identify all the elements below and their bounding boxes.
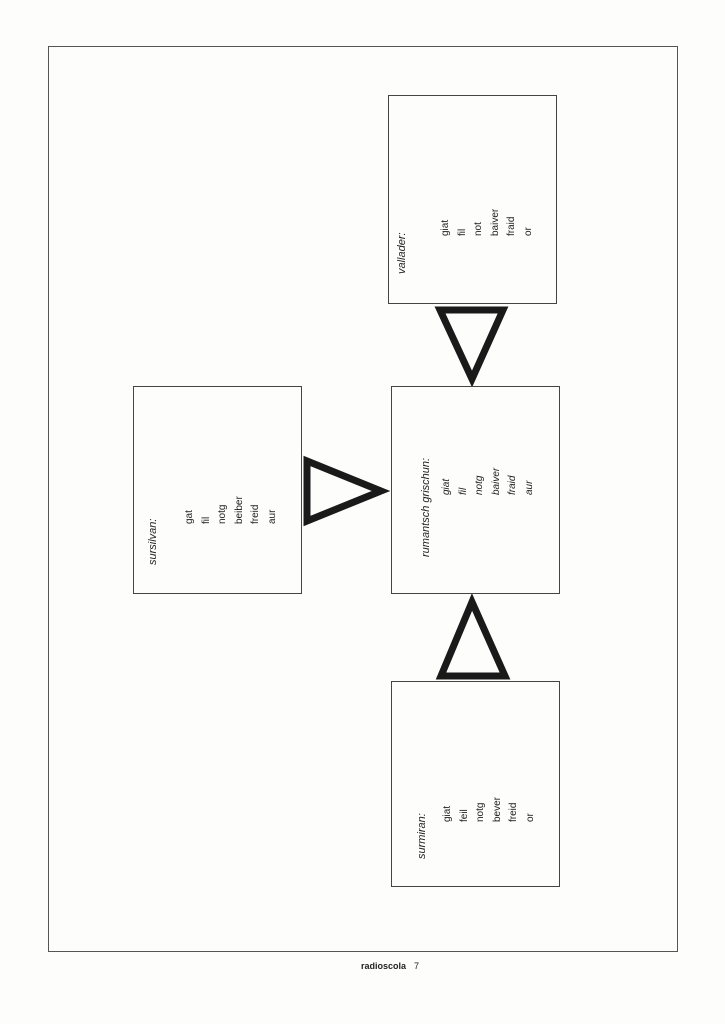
sursilvan-word: gat <box>184 510 195 524</box>
vallader-word: fraid <box>506 216 517 236</box>
surmiran-word-list: giat feil notg bever freid or <box>440 797 539 822</box>
sursilvan-title: sursilvan: <box>147 518 159 565</box>
vallader-word-list: giat fil not baiver fraid or <box>438 209 537 236</box>
sursilvan-word: notg <box>217 504 228 524</box>
vallader-word: or <box>522 227 534 236</box>
page-number: 7 <box>414 961 420 971</box>
vallader-title: vallader: <box>396 232 408 274</box>
footer-brand: radioscola <box>360 961 406 971</box>
vallader-word: not <box>473 222 484 236</box>
surmiran-word: notg <box>475 802 486 822</box>
sursilvan-word: fil <box>200 516 212 524</box>
vallader-word: baiver <box>489 208 501 236</box>
box-vallader: vallader: giat fil not baiver fraid or <box>388 95 557 304</box>
rumantsch-grischun-word: aur <box>523 480 535 495</box>
rumantsch-grischun-word-list: giat fil notg baiver fraid aur <box>439 468 538 495</box>
surmiran-title: surmiran: <box>416 813 428 859</box>
page-footer: radioscola 7 <box>300 960 480 972</box>
rumantsch-grischun-word: notg <box>474 475 485 495</box>
page-frame <box>48 46 678 952</box>
rumantsch-grischun-word: fraid <box>507 475 518 495</box>
vallader-word: fil <box>456 228 468 236</box>
surmiran-word: freid <box>508 802 519 822</box>
box-surmiran: surmiran: giat feil notg bever freid or <box>391 681 560 887</box>
surmiran-word: giat <box>442 805 453 822</box>
box-sursilvan: sursilvan: gat fil notg beiber freid aur <box>133 386 302 594</box>
sursilvan-word: freid <box>250 504 261 524</box>
sursilvan-word-list: gat fil notg beiber freid aur <box>182 496 281 524</box>
rumantsch-grischun-word: fil <box>457 487 469 495</box>
box-rumantsch-grischun: rumantsch grischun: giat fil notg baiver… <box>391 386 560 594</box>
rumantsch-grischun-word: giat <box>441 478 452 495</box>
sursilvan-word: beiber <box>233 496 245 524</box>
vallader-word: giat <box>440 219 451 236</box>
sursilvan-word: aur <box>266 509 278 524</box>
rumantsch-grischun-word: baiver <box>490 467 502 495</box>
surmiran-word: or <box>524 813 536 822</box>
surmiran-word: feil <box>458 809 470 822</box>
vallader-content: vallader: <box>389 232 409 274</box>
surmiran-word: bever <box>491 796 503 822</box>
rumantsch-grischun-title: rumantsch grischun: <box>420 457 432 557</box>
